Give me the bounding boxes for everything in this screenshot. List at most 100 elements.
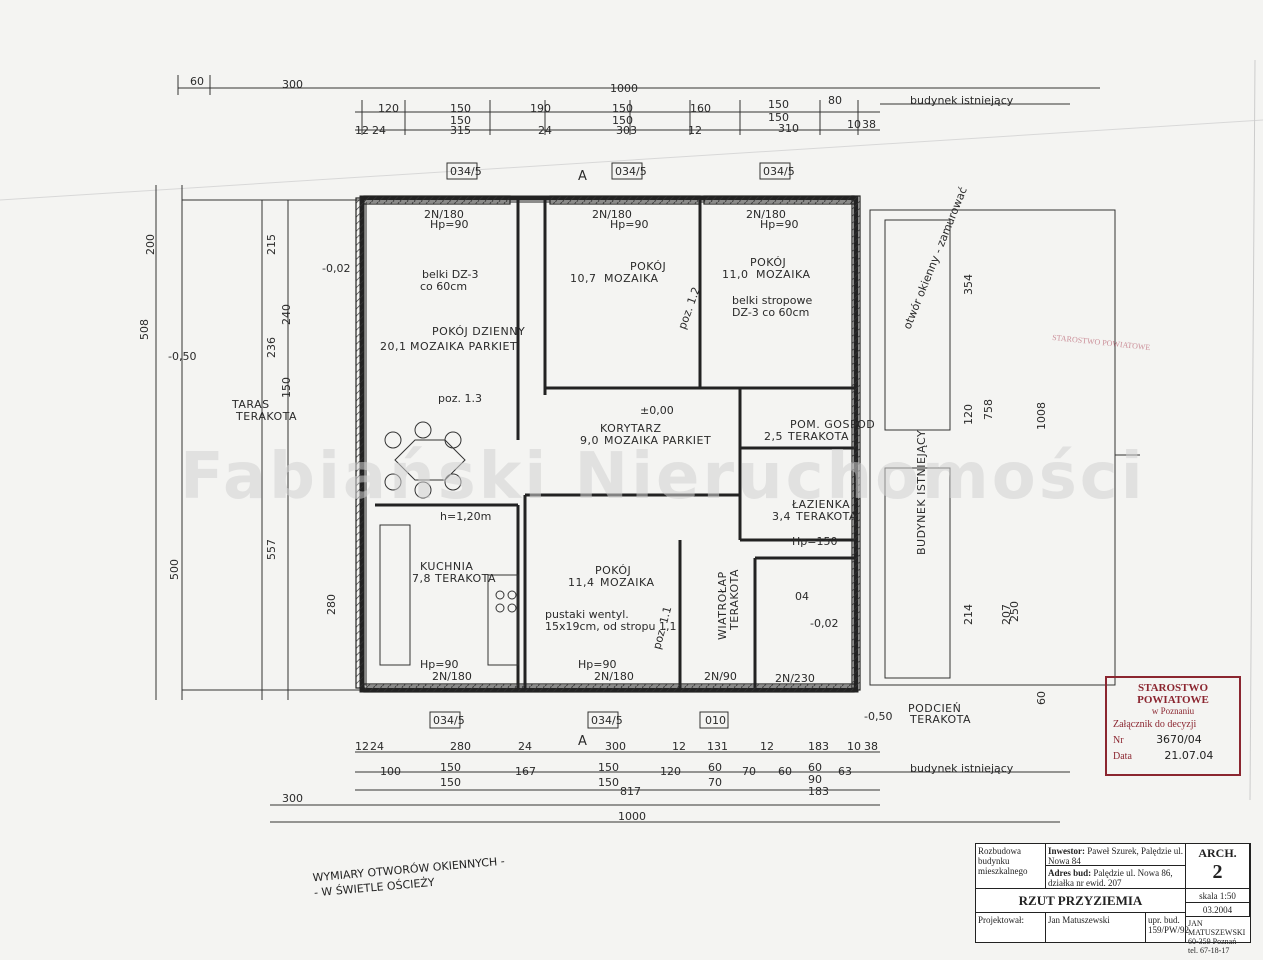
room-wiatrolap-floor: TERAKOTA xyxy=(728,569,741,631)
dim-top-r1-2: 190 xyxy=(530,102,551,115)
dim-left-500: 500 xyxy=(168,559,181,580)
note-hp90-c: Hp=90 xyxy=(760,218,798,231)
note-hp150: Hp=150 xyxy=(792,535,837,548)
room-lazienka-name: ŁAZIENKA xyxy=(791,498,850,511)
room-kuchnia-floor: TERAKOTA xyxy=(434,572,496,585)
tag-0345-c: 034/5 xyxy=(763,165,795,178)
tb-inwestor-label: Inwestor: xyxy=(1048,846,1085,856)
dim-bot-r1-5: 12 xyxy=(672,740,686,753)
plan-notes: belki DZ-3 co 60cm belki stropowe DZ-3 c… xyxy=(420,208,892,723)
room-korytarz-name: KORYTARZ xyxy=(600,422,662,435)
note-hp90-a: Hp=90 xyxy=(430,218,468,231)
dim-top-r3-5: 12 xyxy=(688,124,702,137)
dim-top-r2-1: 150 xyxy=(612,114,633,127)
dim-bot-r1-2: 280 xyxy=(450,740,471,753)
note-zn180-d: 2N/180 xyxy=(432,670,472,683)
room-pokoj3-name: POKÓJ xyxy=(595,564,631,577)
tb-arch: ARCH. 2 xyxy=(1186,844,1250,889)
dim-bot-r1-8: 183 xyxy=(808,740,829,753)
note-lvl-m050: -0,50 xyxy=(864,710,892,723)
existing-building-label: BUDYNEK ISTNIEJĄCY xyxy=(915,430,928,555)
tb-stamp-tel: tel. 67-18-17 xyxy=(1188,946,1230,955)
dim-left-150: 150 xyxy=(280,377,293,398)
note-zn180-b: 2N/180 xyxy=(592,208,632,221)
dim-left-557: 557 xyxy=(265,539,278,560)
top-dimension-texts: 60 300 1000 120 150 190 150 160 150 80 1… xyxy=(190,75,1014,137)
note-belki2: belki stropowe xyxy=(732,294,812,307)
dim-top-300: 300 xyxy=(282,78,303,91)
note-lvl000: ±0,00 xyxy=(640,404,674,417)
dim-top-r2-2: 150 xyxy=(768,111,789,124)
tb-adres-value: Palędzie ul. Nowa 86, działka nr ewid. 2… xyxy=(1048,868,1173,888)
dim-top-60: 60 xyxy=(190,75,204,88)
room-pokoj3-area: 11,4 xyxy=(568,576,595,589)
tb-inwestor-value: Paweł Szurek, Palędzie ul. Nowa 84 xyxy=(1048,846,1183,866)
note-h120: h=1,20m xyxy=(440,510,491,523)
tb-stamp-name: JAN MATUSZEWSKI xyxy=(1188,919,1246,937)
room-dzienny-area: 20,1 xyxy=(380,340,407,353)
note-hp90-e: Hp=90 xyxy=(578,658,616,671)
left-dimension-lines xyxy=(155,185,289,700)
approval-stamp: STAROSTWO POWIATOWE w Poznaniu Załącznik… xyxy=(1105,676,1241,776)
dim-top-r3-0: 12 xyxy=(355,124,369,137)
dim-top-r1-5: 150 xyxy=(768,98,789,111)
kitchen-counters xyxy=(379,524,519,666)
window-tags: 034/5 034/5 034/5 034/5 034/5 010 A A xyxy=(429,162,795,749)
dim-bot-r2-3: 150 xyxy=(598,761,619,774)
tb-designer-stamp: JAN MATUSZEWSKI 60-359 Poznań tel. 67-18… xyxy=(1186,917,1250,955)
stamp-data-row: Data 21.07.04 xyxy=(1113,749,1233,762)
room-gosp-area: 2,5 xyxy=(764,430,783,443)
taras-floor: TERAKOTA xyxy=(235,410,297,423)
note-zn230: 2N/230 xyxy=(775,672,815,685)
tb-scale: skala 1:50 xyxy=(1186,889,1250,903)
dim-bot-r1-4: 300 xyxy=(605,740,626,753)
dim-bot-r2-0: 100 xyxy=(380,765,401,778)
room-kuchnia-area: 7,8 xyxy=(412,572,431,585)
room-korytarz-floor: MOZAIKA PARKIET xyxy=(604,434,711,447)
dim-bot-1000: 1000 xyxy=(618,810,646,823)
dim-top-r3-1: 24 xyxy=(372,124,386,137)
room-pokoj3-floor: MOZAIKA xyxy=(600,576,655,589)
dim-right-120: 120 xyxy=(962,404,975,425)
tag-0345-e: 034/5 xyxy=(591,714,623,727)
section-a-top: A xyxy=(578,169,587,184)
dim-bot-r1-0: 12 xyxy=(355,740,369,753)
existing-building xyxy=(869,209,1140,686)
dim-bot-r2-6: 70 xyxy=(742,765,756,778)
room-pokoj1-area: 10,7 xyxy=(570,272,597,285)
room-pokoj1-name: POKÓJ xyxy=(630,260,666,273)
note-belki1: belki DZ-3 xyxy=(422,268,479,281)
dim-bot-r2b-1: 150 xyxy=(598,776,619,789)
room-kuchnia-name: KUCHNIA xyxy=(420,560,473,573)
dim-bot-r1-3: 24 xyxy=(518,740,532,753)
dim-bot-r2-4: 120 xyxy=(660,765,681,778)
room-dzienny-floor: MOZAIKA PARKIET xyxy=(410,340,517,353)
tb-designer-label: Projektował: xyxy=(976,913,1046,942)
taras-label: TARAS xyxy=(231,398,270,411)
left-dimension-texts: 508 200 215 240 236 150 500 557 280 xyxy=(138,234,338,615)
tb-upr-label: upr. bud. xyxy=(1148,915,1180,925)
title-block: Rozbudowa budynku mieszkalnego Inwestor:… xyxy=(975,843,1251,955)
dim-bot-r2b-0: 150 xyxy=(440,776,461,789)
stamp-nr-value: 3670/04 xyxy=(1156,733,1202,746)
dim-bot-300: 300 xyxy=(282,792,303,805)
dim-top-r3-3: 24 xyxy=(538,124,552,137)
note-pustaki: pustaki wentyl. xyxy=(545,608,629,621)
stamp-title: STAROSTWO POWIATOWE xyxy=(1137,682,1209,706)
dim-top-r3-7: 10 xyxy=(847,118,861,131)
dim-bot-r2b-4: 183 xyxy=(808,785,829,798)
dim-bot-r2b-2: 70 xyxy=(708,776,722,789)
dim-left-236: 236 xyxy=(265,337,278,358)
room-lazienka-area: 3,4 xyxy=(772,510,791,523)
dim-top-r1-0: 120 xyxy=(378,102,399,115)
note-zn180-a: 2N/180 xyxy=(424,208,464,221)
dim-top-1000: 1000 xyxy=(610,82,638,95)
note-pustaki2: 15x19cm, od stropu 1,1 xyxy=(545,620,676,633)
room-pokoj2-name: POKÓJ xyxy=(750,256,786,269)
tb-arch-label: ARCH. xyxy=(1198,846,1237,860)
section-a-bottom: A xyxy=(578,734,587,749)
stamp-line1: Załącznik do decyzji xyxy=(1113,719,1197,730)
dim-bot-r2-1: 150 xyxy=(440,761,461,774)
note-zn180-c: 2N/180 xyxy=(746,208,786,221)
